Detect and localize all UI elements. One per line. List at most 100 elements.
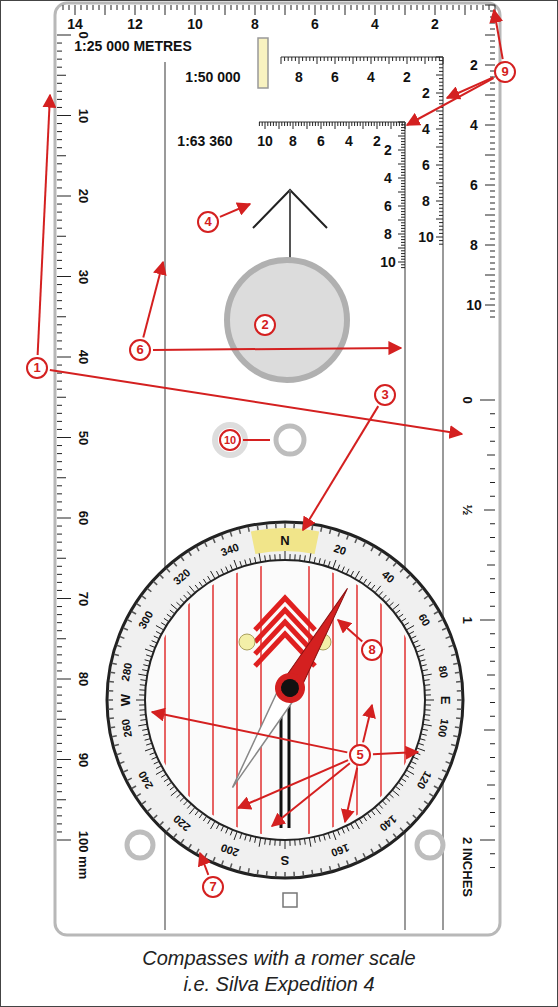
degree-tick	[309, 553, 311, 562]
scale-tick-50000	[435, 57, 436, 61]
bezel-knurl	[266, 524, 268, 529]
callout-number: 8	[361, 639, 383, 661]
scale-tick-50000	[436, 111, 443, 112]
leader-line	[220, 204, 250, 217]
scale-tick-50000	[439, 150, 443, 151]
scale-tick-63360	[298, 122, 299, 126]
mm-ruler-tick	[57, 204, 62, 205]
degree-tick	[285, 840, 286, 849]
scale-tick-25000	[273, 5, 274, 10]
scale-tick-25000	[490, 203, 495, 204]
scale-tick-25000	[490, 89, 495, 90]
inch-ruler-tick	[490, 812, 495, 813]
scale-tick-63360	[351, 122, 352, 126]
mm-ruler-tick	[57, 123, 62, 124]
scale-tick-63360	[401, 253, 405, 254]
scale-tick-50000	[439, 240, 443, 241]
scale-tick-50000	[281, 57, 282, 64]
inch-ruler-tick	[490, 441, 495, 442]
scale-tick-50000	[436, 57, 443, 58]
mm-ruler-tick	[57, 679, 71, 680]
scale-tick-25000	[490, 209, 495, 210]
scale-tick-63360	[398, 150, 405, 151]
mm-ruler-tick	[57, 413, 62, 414]
bezel-ring	[107, 522, 463, 878]
scale-tick-50000	[439, 244, 443, 245]
scale-tick-63360	[401, 180, 405, 181]
bezel-knurl	[127, 778, 131, 780]
mm-ruler-tick	[57, 711, 62, 712]
bezel-number: 340	[220, 541, 241, 558]
scale-tick-25000	[399, 5, 400, 10]
ruler-number: 40	[77, 350, 90, 364]
scale-tick-50000	[439, 161, 443, 162]
scale-tick-25000	[485, 95, 495, 96]
scale-tick-25000	[490, 107, 495, 108]
scale-tick-25000	[490, 29, 495, 30]
scale-tick-25000	[490, 179, 495, 180]
scale-tick-25000	[255, 5, 256, 15]
scale-tick-50000	[381, 57, 382, 61]
scale-tick-50000	[414, 57, 415, 61]
scale-tick-63360	[401, 228, 405, 229]
mm-ruler-tick	[57, 759, 71, 760]
inch-ruler-tick	[490, 537, 495, 538]
scale-tick-50000	[439, 172, 443, 173]
degree-tick	[211, 571, 216, 579]
inch-ruler-tick	[490, 578, 495, 579]
bezel-knurl	[174, 834, 177, 838]
scale-tick-50000	[302, 57, 303, 61]
bezel-number: 100	[436, 718, 450, 738]
bezel-knurl	[117, 645, 122, 647]
scale-tick-63360	[393, 122, 394, 126]
bezel-knurl	[120, 762, 125, 764]
bezel-knurl	[393, 562, 396, 566]
scale-tick-50000	[439, 157, 443, 158]
mm-ruler-tick	[57, 212, 62, 213]
scale-tick-50000	[439, 85, 443, 86]
scale-tick-25000	[490, 317, 495, 318]
scale-tick-63360	[265, 122, 266, 129]
scale-tick-63360	[388, 122, 389, 126]
bezel-knurl	[239, 529, 240, 534]
plate-line	[281, 56, 443, 58]
meridian-line	[236, 560, 238, 840]
mm-ruler-tick	[57, 751, 62, 752]
scale-tick-25000	[135, 5, 136, 15]
degree-tick	[171, 790, 178, 796]
bezel-knurl	[456, 717, 461, 719]
scale-tick-50000	[439, 154, 443, 155]
mm-ruler-tick	[57, 687, 62, 688]
degree-tick	[423, 724, 432, 726]
bezel-knurl	[371, 849, 374, 853]
scale-number: 6	[384, 199, 392, 213]
scale-tick-25000	[75, 5, 76, 15]
scale-tick-63360	[401, 186, 405, 187]
bezel-knurl	[457, 708, 462, 710]
scale-tick-25000	[129, 5, 130, 10]
scale-tick-50000	[439, 136, 443, 137]
scale-tick-63360	[343, 122, 344, 126]
ruler-number: 1	[461, 616, 474, 623]
scale-tick-50000	[338, 57, 339, 61]
bezel-knurl	[181, 839, 184, 843]
scale-tick-25000	[369, 5, 370, 10]
scale-tick-50000	[439, 190, 443, 191]
inch-ruler-tick	[490, 647, 495, 648]
scale-tick-25000	[490, 173, 495, 174]
bezel-knurl	[167, 828, 170, 832]
mm-ruler-tick	[57, 815, 62, 816]
mm-ruler-tick	[57, 534, 62, 535]
scale-tick-63360	[398, 192, 405, 193]
scale-tick-25000	[357, 5, 358, 10]
meridian-line	[380, 560, 382, 840]
mm-ruler-tick	[57, 598, 71, 599]
mm-ruler-tick	[57, 509, 62, 510]
meridian-line	[164, 560, 166, 840]
scale-tick-25000	[490, 227, 495, 228]
inch-ruler-tick	[490, 468, 495, 469]
callout-number: 2	[254, 314, 276, 336]
mm-ruler-tick	[57, 59, 62, 60]
scale-number: 4	[384, 171, 392, 185]
